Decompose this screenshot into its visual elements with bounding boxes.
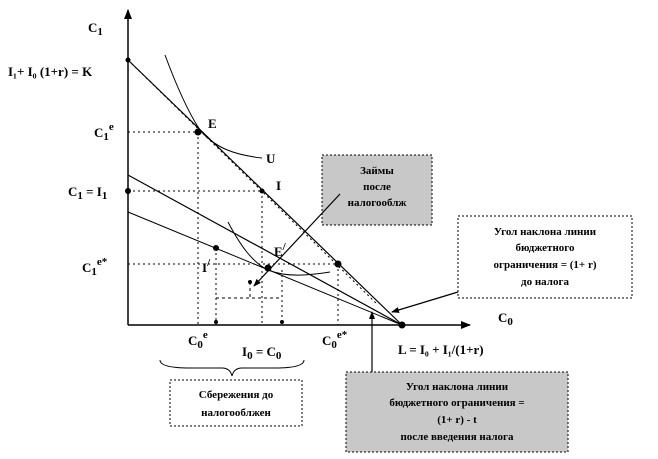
callout-savings-line1: Сбережения до bbox=[199, 389, 274, 401]
label-c1-eq-i1: C1 = I1 bbox=[68, 184, 107, 202]
callout-loans-line1: Займы bbox=[360, 165, 394, 177]
y-axis-label: C1 bbox=[88, 20, 103, 38]
callout-slope-before-line2: бюджетного bbox=[515, 242, 575, 254]
label-point-e-prime: E/ bbox=[274, 241, 287, 259]
callout-slope-after-line4: после введения налога bbox=[400, 431, 514, 443]
point-l bbox=[398, 321, 406, 329]
point-c1-i1 bbox=[125, 188, 131, 194]
callout-slope-after-line3: (1+ r) - t bbox=[437, 414, 477, 426]
callout-slope-before-line3: ограничения = (1+ r) bbox=[494, 259, 597, 271]
callout-slope-before-line4: до налога bbox=[521, 276, 569, 288]
budget-line-before-tax bbox=[127, 59, 403, 326]
callout-slope-after-line1: Угол наклона линии bbox=[406, 381, 509, 393]
point-i bbox=[259, 188, 265, 194]
callout-slope-before-arrow bbox=[391, 291, 459, 313]
callout-slope-after-box bbox=[345, 371, 569, 453]
callout-slope-after-line2: бюджетного ограничения = bbox=[389, 397, 524, 409]
label-point-i: I bbox=[276, 178, 281, 193]
indifference-curve-u bbox=[164, 54, 263, 159]
label-c0e: C0e bbox=[188, 329, 208, 351]
label-c1e-star: C1e* bbox=[82, 256, 108, 278]
callout-loans-arrow bbox=[253, 193, 341, 287]
label-c0e-star: C0e* bbox=[322, 329, 348, 351]
point-e bbox=[194, 128, 202, 136]
callout-slope-before-box bbox=[457, 215, 633, 299]
point-k bbox=[125, 57, 131, 63]
point-small-3 bbox=[248, 280, 252, 284]
point-i-prime bbox=[213, 245, 219, 251]
x-axis-label: C0 bbox=[498, 310, 513, 328]
callout-loans-line2: после bbox=[363, 181, 391, 193]
label-point-e: E bbox=[208, 116, 217, 131]
label-point-i-prime: I/ bbox=[202, 257, 211, 275]
callout-savings-line2: налогооблжен bbox=[201, 407, 271, 419]
point-small-1 bbox=[214, 320, 218, 324]
callout-slope-before-line1: Угол наклона линии bbox=[494, 226, 597, 238]
label-c1e: C1e bbox=[94, 121, 114, 143]
budget-line-after-tax bbox=[127, 174, 403, 326]
label-l-intercept: L = I₀ + I₁/(1+r) bbox=[398, 342, 484, 357]
label-k-intercept: I₁+ I₀ (1+r) = K bbox=[8, 64, 93, 79]
savings-brace bbox=[159, 359, 305, 377]
label-curve-u: U bbox=[266, 151, 276, 166]
label-i0-eq-c0: I0 = C0 bbox=[242, 344, 282, 362]
point-small-2 bbox=[280, 320, 284, 324]
callout-loans-box bbox=[321, 154, 433, 226]
point-c0e-star bbox=[334, 260, 342, 268]
callout-loans-line3: налогооблж bbox=[348, 197, 407, 209]
callout-savings-box bbox=[169, 379, 303, 427]
